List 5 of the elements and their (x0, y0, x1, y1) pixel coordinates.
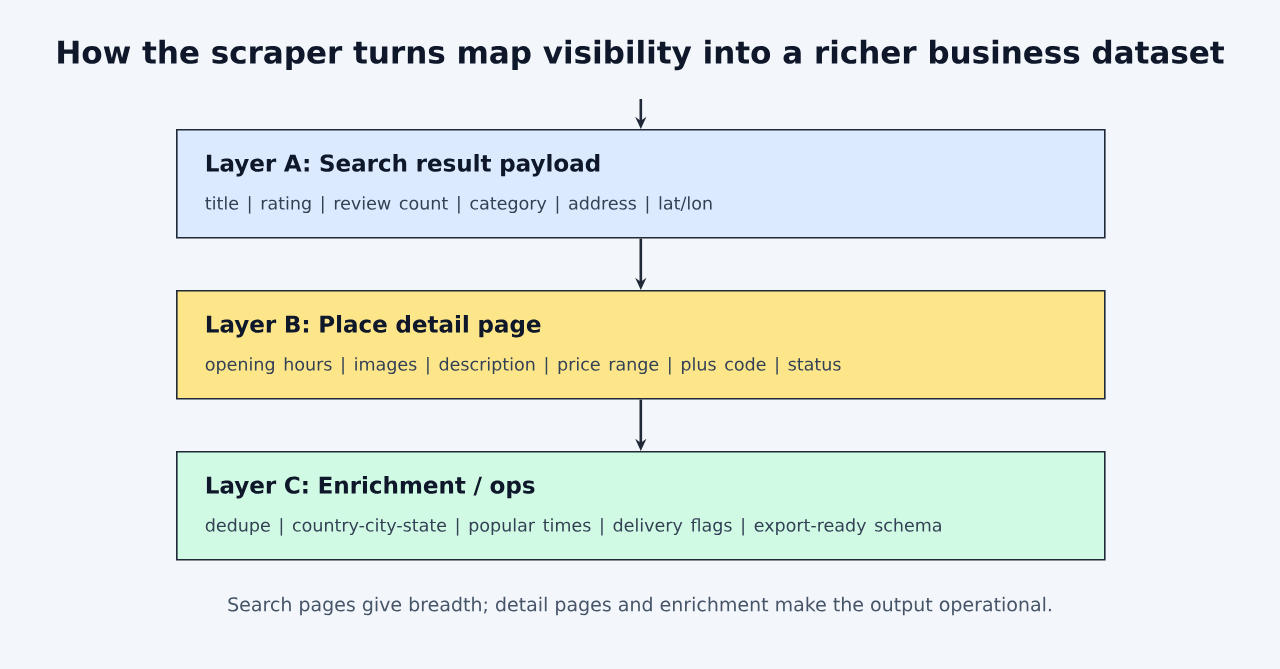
layer-box: Layer A: Search result payload title | rating | review count | category | address | lat/lon (176, 129, 1106, 239)
layer-box: Layer C: Enrichment / ops dedupe | country-city-state | popular times | delivery flags | export-ready schema (176, 451, 1106, 561)
title: How the scraper turns map visibility into a richer business dataset (58, 39, 1224, 71)
layer-box: Layer B: Place detail page opening hours | images | description | price range | plus code | status (176, 290, 1106, 400)
caption: Search pages give breadth; detail pages and enrichment make the output operational. (228, 596, 1051, 616)
